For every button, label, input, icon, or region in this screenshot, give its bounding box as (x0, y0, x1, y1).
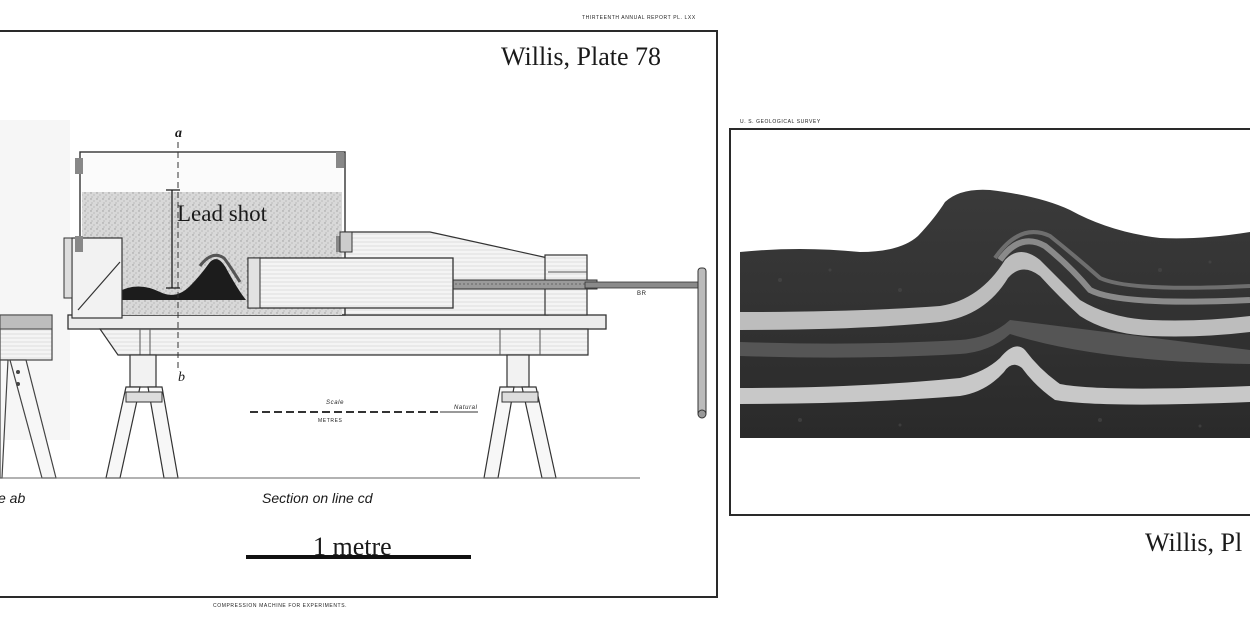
plate-header-left: THIRTEENTH ANNUAL REPORT PL. LXX (582, 15, 696, 21)
model-body (740, 189, 1250, 438)
lead-shot-label: Lead shot (177, 201, 268, 226)
plate-caption-left: COMPRESSION MACHINE FOR EXPERIMENTS. (213, 603, 348, 609)
small-mark: BR (637, 291, 647, 297)
scale-caption-top: Scale (326, 400, 345, 406)
plate-header-right: U. S. GEOLOGICAL SURVEY (740, 119, 821, 125)
scale-caption-side: Natural (454, 405, 478, 411)
section-label-ab: e ab (0, 490, 26, 506)
scale-caption-unit: METRES (318, 418, 343, 424)
compression-machine-drawing (0, 142, 707, 559)
plate-credit-left: Willis, Plate 78 (501, 42, 661, 71)
base-beam-lower (98, 328, 589, 356)
right-plate-frame (729, 128, 1250, 516)
lower-pale-band (740, 346, 1250, 405)
left-plate-frame (0, 30, 718, 598)
section-label-cd: Section on line cd (262, 490, 373, 506)
plate-credit-right: Willis, Pl (1145, 528, 1243, 557)
deformed-strata (122, 259, 246, 300)
section-letter-b: b (178, 370, 185, 385)
section-letter-a: a (175, 126, 182, 141)
piston-block (247, 257, 454, 309)
scale-bar-label: 1 metre (313, 532, 392, 561)
